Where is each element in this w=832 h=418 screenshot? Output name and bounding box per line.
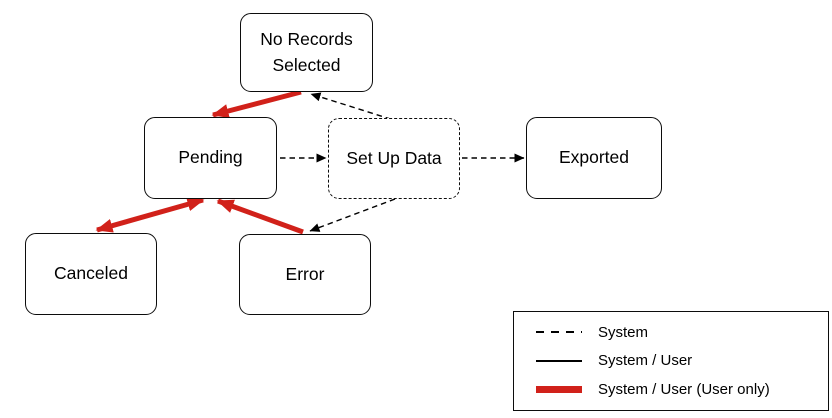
node-canceled: Canceled xyxy=(25,233,157,315)
edge-pending-canceled-bidirectional xyxy=(95,197,205,233)
legend-row-system-user: System / User xyxy=(514,352,828,369)
legend-label-system-user-user-only: System / User (User only) xyxy=(598,381,770,399)
node-exported-label: Exported xyxy=(558,147,630,168)
legend-label-system-user: System / User xyxy=(598,352,693,370)
legend-solid-line-icon xyxy=(536,360,582,362)
legend-red-line-icon xyxy=(536,386,582,394)
node-error-label: Error xyxy=(285,263,325,284)
node-pending: Pending xyxy=(144,117,277,199)
legend-dashed-line-icon xyxy=(536,331,582,334)
legend-row-system: System xyxy=(514,324,828,341)
edge-no-records-selected-to-pending xyxy=(211,89,302,118)
legend: System System / User System / User (User… xyxy=(513,311,829,411)
legend-label-system: System xyxy=(598,323,649,341)
node-error: Error xyxy=(239,234,371,315)
edge-error-to-pending xyxy=(216,198,304,235)
edge-set-up-data-to-error xyxy=(309,198,396,232)
node-canceled-label: Canceled xyxy=(54,263,128,284)
node-no-records-selected-label: No Records Selected xyxy=(260,29,353,75)
edge-set-up-data-to-no-records-selected xyxy=(310,92,401,123)
node-no-records-selected: No Records Selected xyxy=(240,13,373,92)
legend-row-system-user-user-only: System / User (User only) xyxy=(514,381,828,398)
node-pending-label: Pending xyxy=(178,147,243,168)
node-exported: Exported xyxy=(526,117,662,199)
node-set-up-data: Set Up Data xyxy=(328,118,460,199)
node-set-up-data-label: Set Up Data xyxy=(346,147,442,168)
